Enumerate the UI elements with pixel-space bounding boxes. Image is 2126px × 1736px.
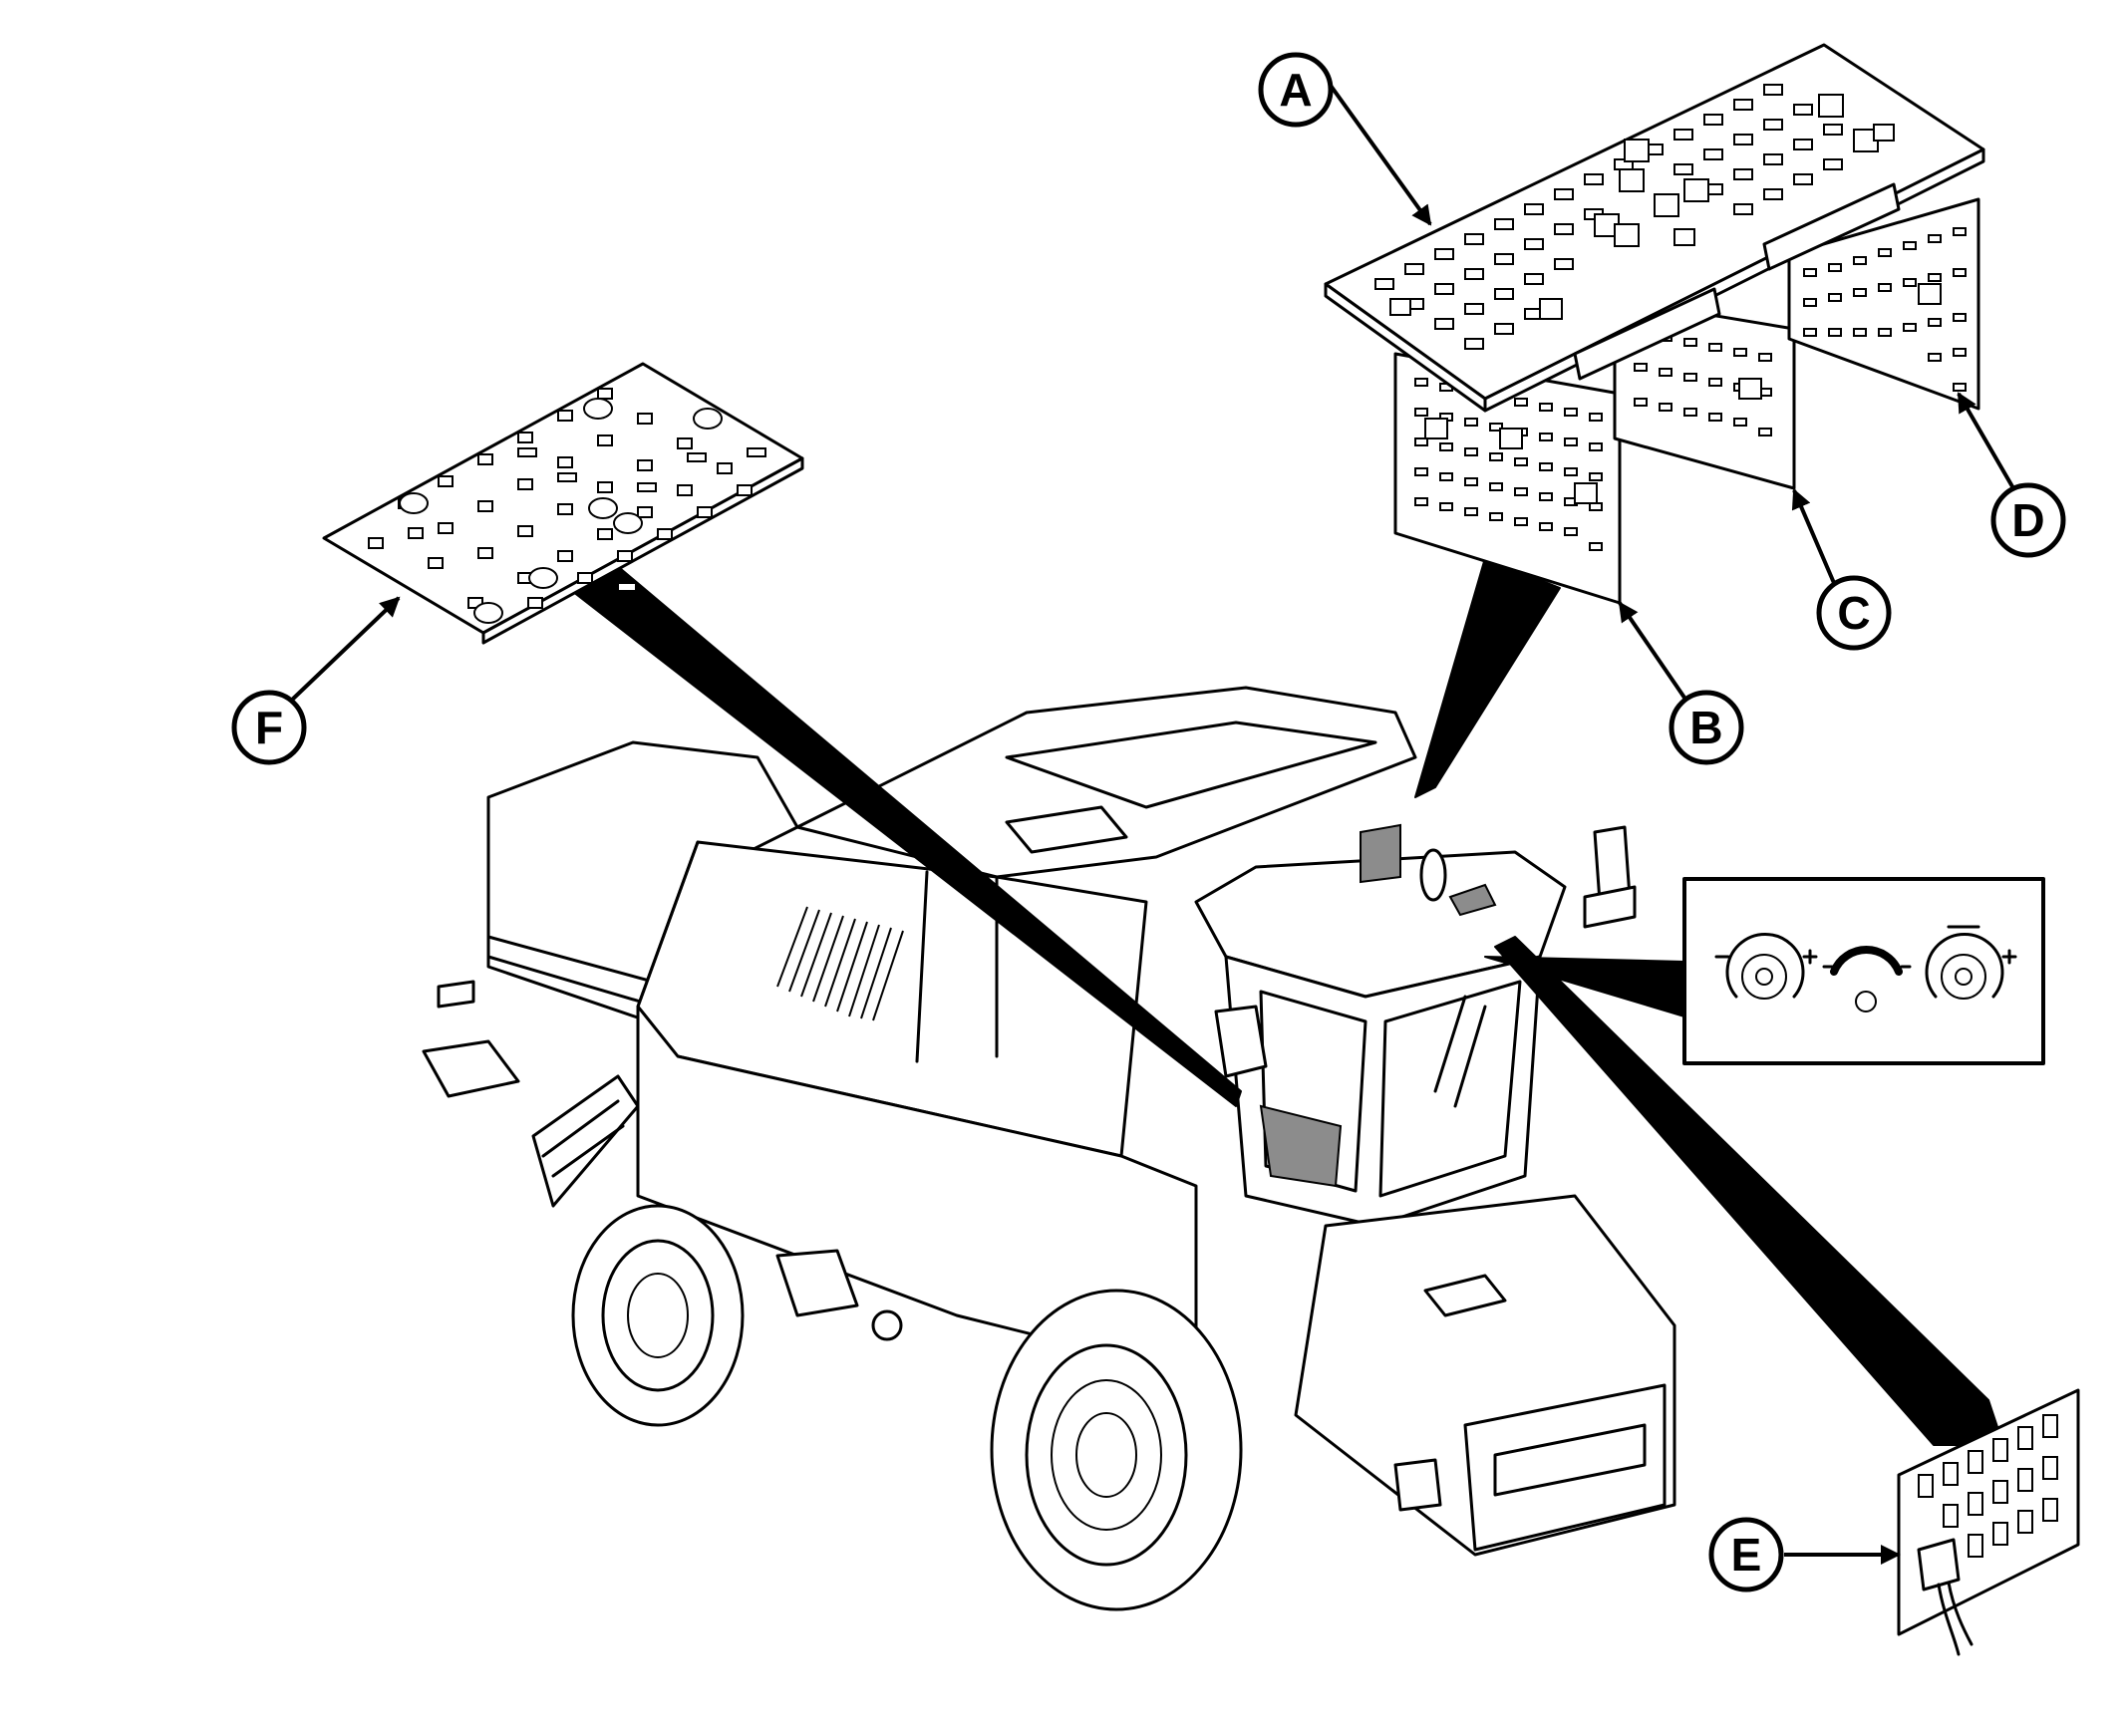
callout-a: A bbox=[1258, 52, 1432, 226]
circuit-board-f bbox=[322, 362, 804, 645]
callout-e: E bbox=[1708, 1517, 1901, 1592]
control-icon-panel bbox=[1682, 877, 2045, 1065]
relay-board-assembly bbox=[1324, 43, 1985, 605]
connector-panel-e bbox=[1897, 1388, 2080, 1656]
rotary-dial-right-icon bbox=[1925, 925, 2017, 1000]
rotary-dial-left-icon bbox=[1714, 932, 1818, 1000]
svg-text:D: D bbox=[2011, 494, 2044, 546]
panel-e-grid bbox=[1918, 1414, 2058, 1558]
svg-text:F: F bbox=[255, 702, 283, 753]
callout-d: D bbox=[1957, 392, 2066, 558]
svg-text:A: A bbox=[1279, 64, 1312, 116]
wedge-a-to-roof bbox=[1414, 557, 1561, 798]
board-f-components bbox=[368, 388, 766, 624]
callout-c: C bbox=[1791, 488, 1892, 651]
engine-louvre bbox=[776, 906, 904, 1021]
board-a-components bbox=[1374, 84, 1895, 350]
speed-dial-middle-icon bbox=[1822, 946, 1912, 1013]
callout-f: F bbox=[231, 596, 401, 765]
combine-harvester-illustration bbox=[422, 686, 1676, 1611]
pointer-wedges bbox=[567, 557, 2004, 1446]
panel-c bbox=[1613, 297, 1796, 490]
svg-text:E: E bbox=[1731, 1529, 1762, 1581]
roof-control-marker bbox=[1448, 883, 1497, 917]
callout-b: B bbox=[1618, 601, 1744, 765]
cab-shaded-panel bbox=[1259, 1104, 1343, 1188]
front-wheel bbox=[990, 1289, 1243, 1611]
roof-relay-panel-marker bbox=[1360, 823, 1401, 884]
svg-text:B: B bbox=[1689, 702, 1722, 753]
svg-text:C: C bbox=[1837, 587, 1870, 639]
rear-wheel bbox=[571, 1204, 745, 1427]
